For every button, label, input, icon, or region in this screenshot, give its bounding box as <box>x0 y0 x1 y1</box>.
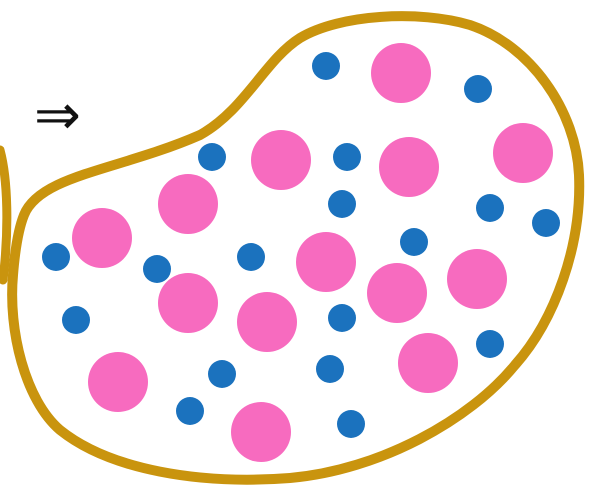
small-particle <box>476 194 504 222</box>
large-particle <box>72 208 132 268</box>
large-particle <box>88 352 148 412</box>
large-particle <box>398 333 458 393</box>
large-particle <box>158 174 218 234</box>
small-particle <box>312 52 340 80</box>
small-particle <box>532 209 560 237</box>
small-particle <box>316 355 344 383</box>
large-particle <box>237 292 297 352</box>
small-particle <box>464 75 492 103</box>
large-particle <box>447 249 507 309</box>
small-particle <box>42 243 70 271</box>
small-particle <box>337 410 365 438</box>
small-particle <box>333 143 361 171</box>
large-particle <box>367 263 427 323</box>
small-particle <box>143 255 171 283</box>
small-particle <box>476 330 504 358</box>
small-particle <box>176 397 204 425</box>
large-particle <box>371 43 431 103</box>
small-particle <box>208 360 236 388</box>
large-particle <box>296 232 356 292</box>
large-particle <box>158 273 218 333</box>
small-particle <box>328 190 356 218</box>
large-particle <box>379 137 439 197</box>
small-particle <box>62 306 90 334</box>
large-particle <box>493 123 553 183</box>
previous-cell-membrane-fragment <box>0 150 7 280</box>
small-particle <box>400 228 428 256</box>
small-particle <box>198 143 226 171</box>
small-particle <box>237 243 265 271</box>
large-particle <box>251 130 311 190</box>
large-particle <box>231 402 291 462</box>
small-particle <box>328 304 356 332</box>
